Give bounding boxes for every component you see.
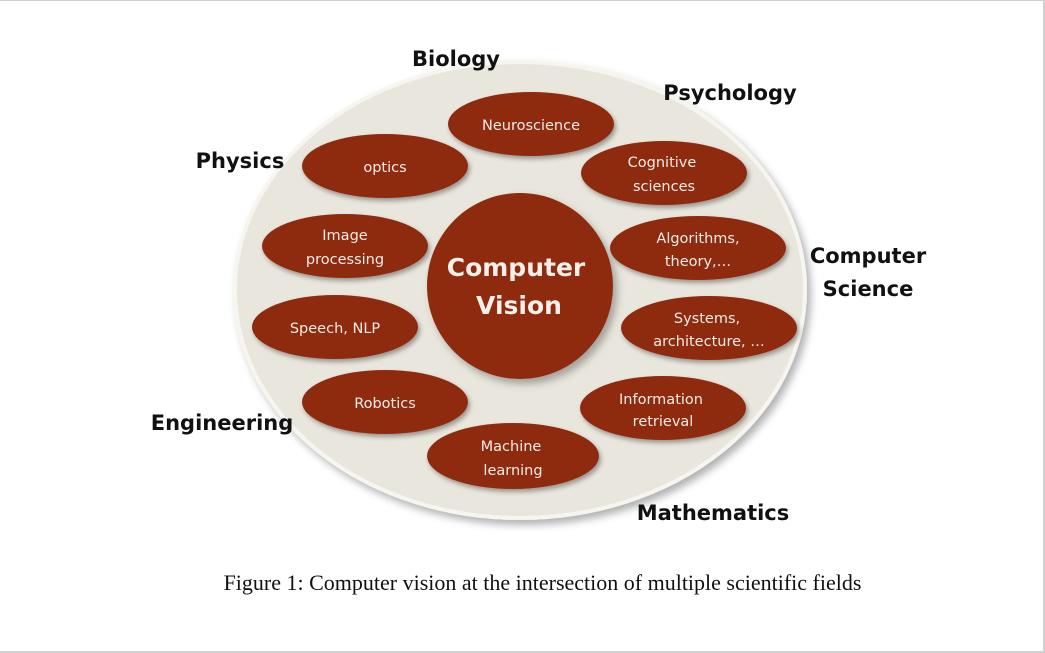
bubble-label-line1: Machine: [481, 439, 542, 455]
field-label-computer-science-line2: Science: [823, 277, 914, 301]
bubble-label-line1: Information: [619, 392, 703, 408]
field-label-engineering: Engineering: [151, 411, 294, 435]
field-label-biology: Biology: [412, 47, 500, 71]
bubble-label-line1: Cognitive: [628, 155, 697, 171]
bubble-label: Neuroscience: [482, 118, 580, 134]
bubble-label-line2: learning: [483, 463, 542, 479]
bubble-label-line1: Algorithms,: [656, 231, 739, 247]
center-node: Computer Vision: [427, 193, 613, 379]
bubble-label: optics: [363, 160, 406, 176]
bubble-label-line1: Image: [322, 228, 367, 244]
bubble-robotics: Robotics: [302, 370, 468, 434]
field-label-physics: Physics: [196, 149, 285, 173]
bubble-machine-learning: Machine learning: [427, 423, 599, 489]
bubble-label: Speech, NLP: [290, 321, 381, 337]
field-label-mathematics: Mathematics: [637, 501, 790, 525]
field-label-psychology: Psychology: [663, 81, 797, 105]
center-label-line2: Vision: [476, 291, 562, 320]
center-label-line1: Computer: [447, 253, 586, 282]
bubble-cognitive-sciences: Cognitive sciences: [581, 141, 747, 205]
field-label-computer-science-line1: Computer: [810, 244, 927, 268]
bubble-label-line2: processing: [306, 252, 384, 268]
bubble-label-line2: theory,…: [665, 254, 731, 270]
bubble-optics: optics: [302, 134, 468, 198]
bubble-neuroscience: Neuroscience: [448, 92, 614, 156]
bubble-label-line2: retrieval: [633, 414, 694, 430]
bubble-systems-architecture: Systems, architecture, …: [621, 296, 797, 360]
bubble-information-retrieval: Information retrieval: [580, 376, 746, 440]
bubble-label: Robotics: [354, 396, 416, 412]
diagram: Biology Psychology Physics Computer Scie…: [151, 47, 927, 525]
figure-caption: Figure 1: Computer vision at the interse…: [223, 570, 862, 595]
bubble-algorithms-theory: Algorithms, theory,…: [610, 216, 786, 280]
bubble-speech-nlp: Speech, NLP: [252, 295, 418, 359]
bubble-label-line2: sciences: [633, 179, 695, 195]
bubble-label-line2: architecture, …: [653, 334, 764, 350]
bubble-label-line1: Systems,: [674, 311, 740, 327]
bubble-image-processing: Image processing: [262, 214, 428, 278]
